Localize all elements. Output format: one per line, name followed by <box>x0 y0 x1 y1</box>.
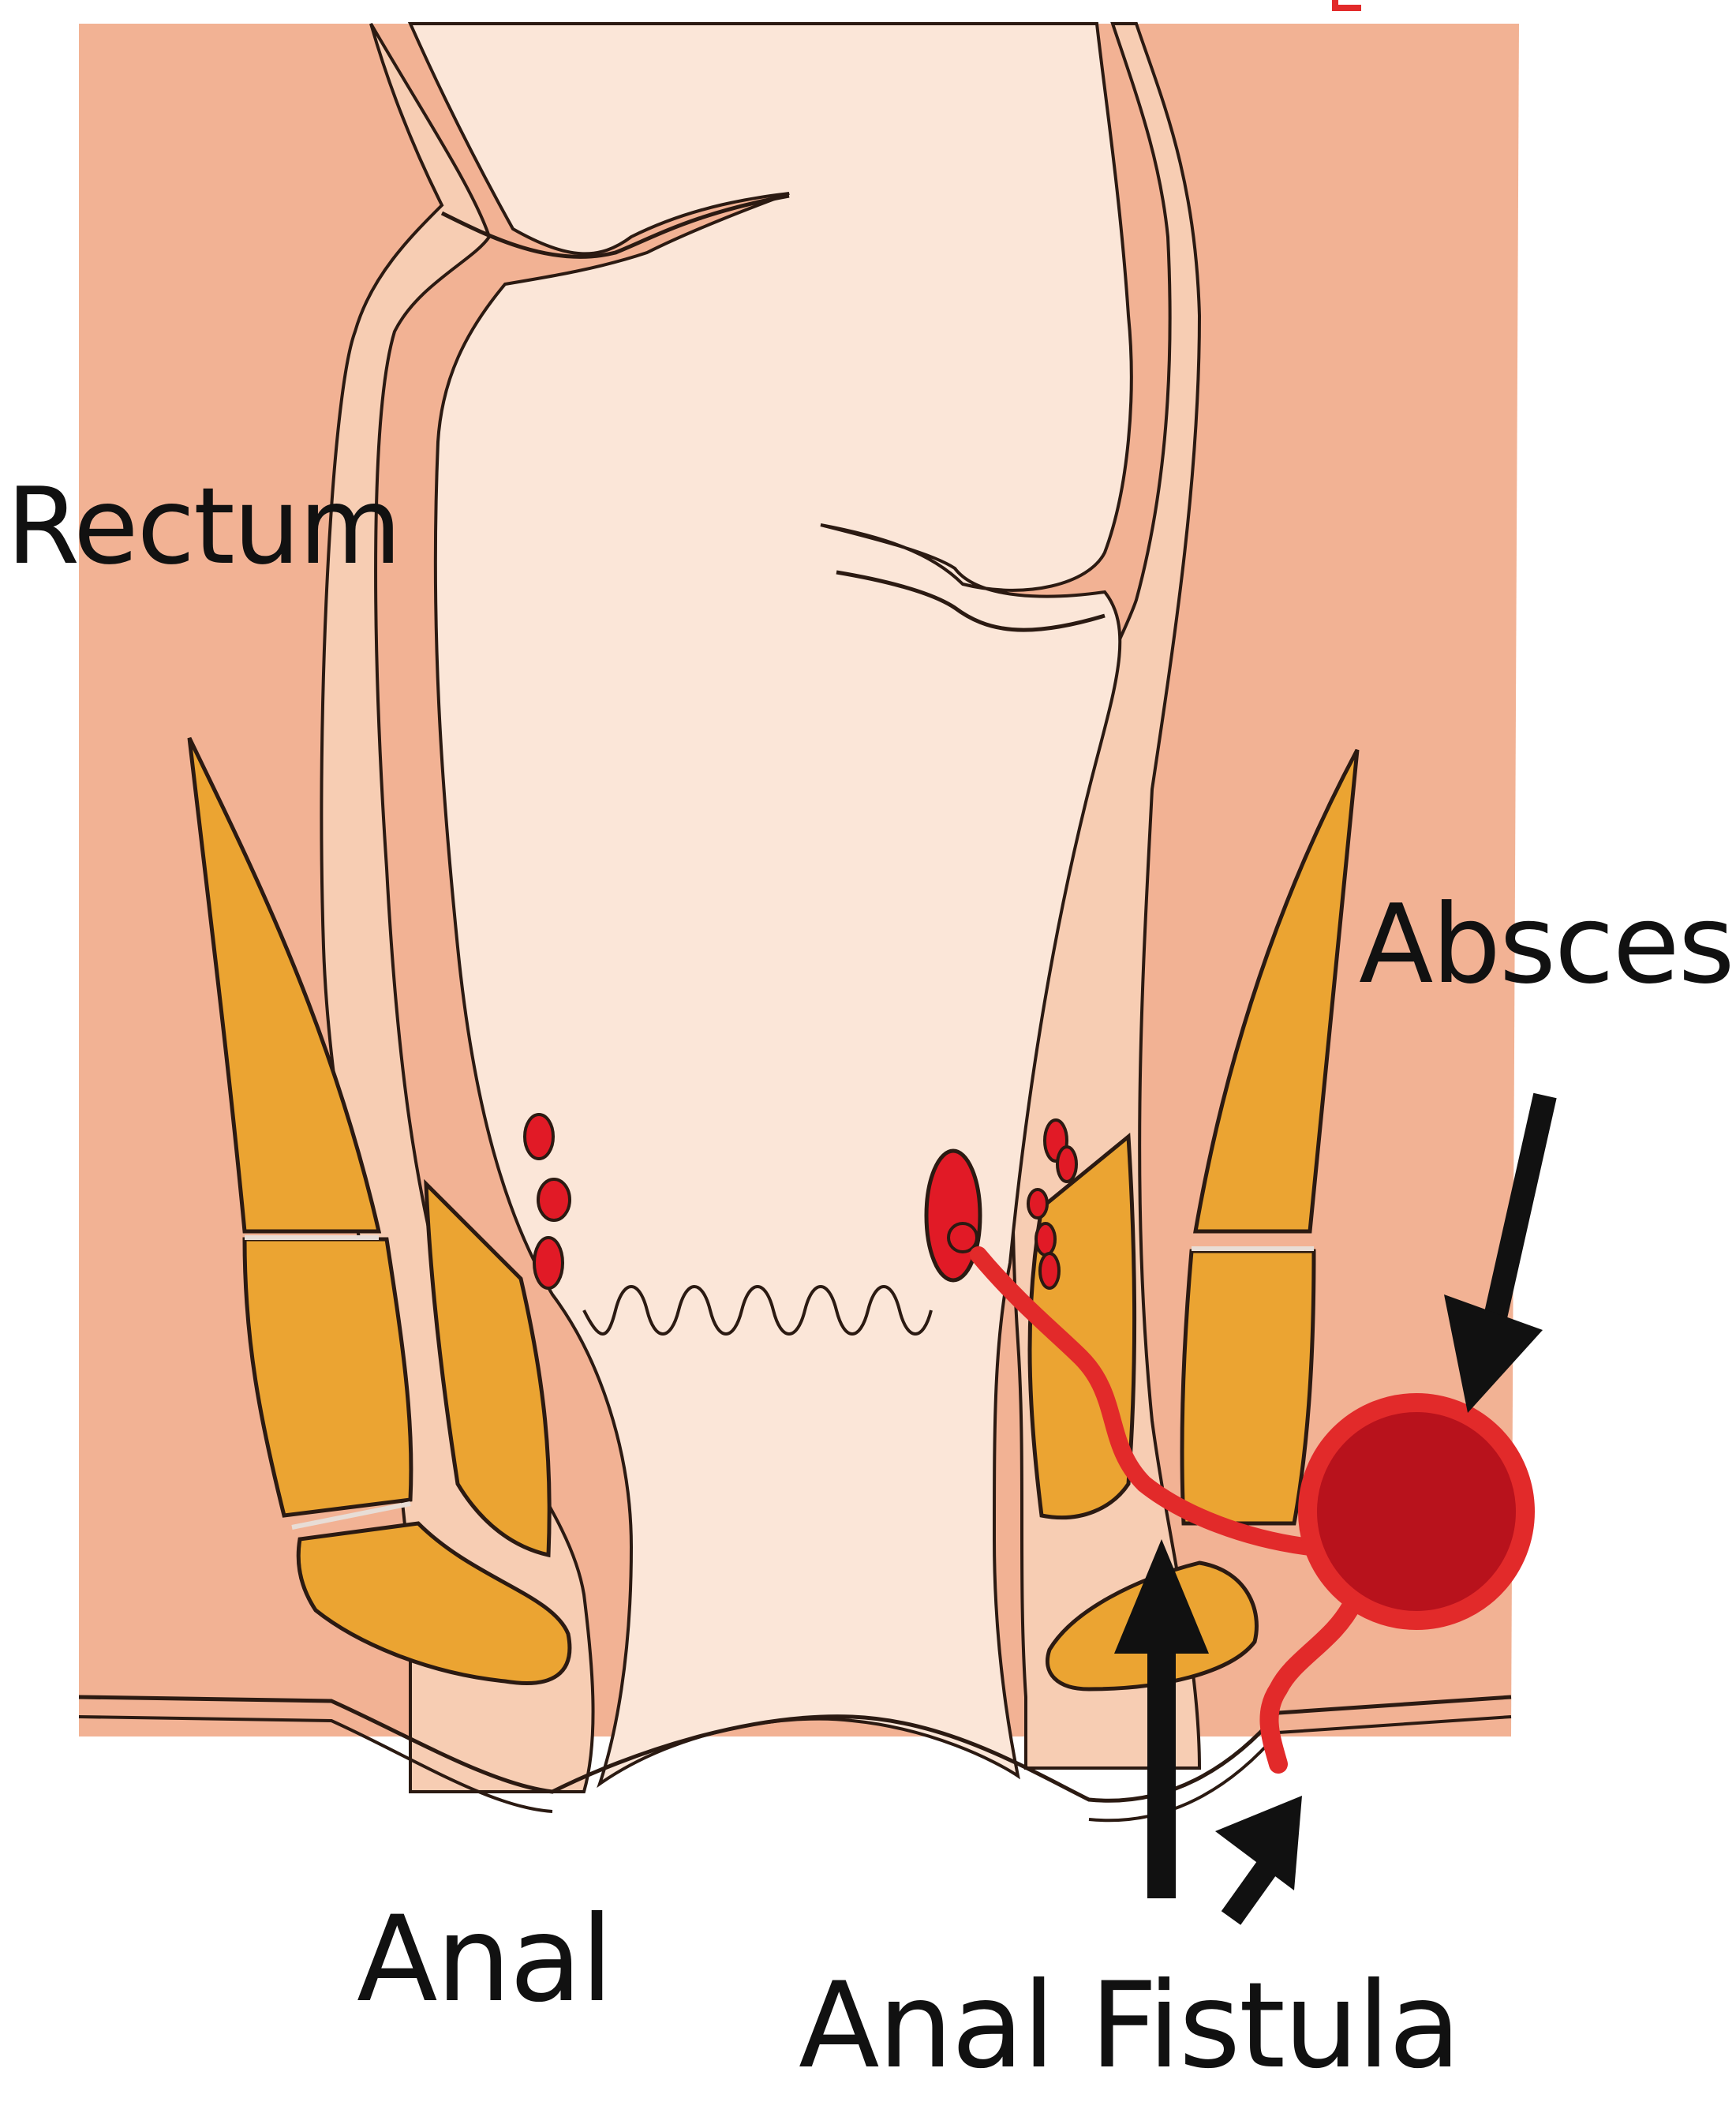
right-external-sphincter-upper <box>1180 1249 1316 1526</box>
left-external-sphincter-upper <box>242 1237 413 1518</box>
right-levator-muscle <box>1193 748 1360 1234</box>
fistula-external-tract <box>1259 1593 1363 1774</box>
corner-mark <box>1332 0 1361 11</box>
fistula-tract <box>970 1246 1319 1556</box>
rectal-lumen <box>407 22 1133 1789</box>
left-muscle-divider <box>245 1235 411 1530</box>
left-anal-gland <box>537 1178 571 1222</box>
middle-rectal-fold <box>836 570 1106 632</box>
anal-fistula-label: Anal Fistula <box>799 1958 1461 2095</box>
rectum-label: Rectum <box>6 465 402 588</box>
left-levator-muscle <box>187 736 382 1234</box>
abscess-arrow-head <box>1444 1294 1543 1413</box>
infected-anal-gland <box>924 1148 982 1283</box>
right-anal-gland <box>1056 1145 1078 1183</box>
gland-opening <box>947 1222 978 1253</box>
left-external-sphincter-lower <box>296 1521 572 1685</box>
right-anal-gland <box>1034 1222 1057 1257</box>
left-anal-gland <box>523 1113 555 1160</box>
abscess-arrow-icon <box>1481 1092 1557 1331</box>
upper-rectal-fold <box>440 193 790 259</box>
abscess <box>1298 1393 1535 1630</box>
external-opening-arrow-icon <box>1221 1856 1281 1925</box>
right-anal-gland <box>1038 1252 1061 1290</box>
anal-label: Anal <box>357 1891 613 2029</box>
anal-canal-line <box>582 1285 933 1336</box>
left-internal-sphincter <box>424 1178 552 1558</box>
external-opening-arrow-head <box>1215 1796 1302 1890</box>
left-anal-gland <box>533 1236 564 1290</box>
abscess-label: Absces <box>1359 881 1735 1008</box>
right-anal-gland <box>1027 1188 1049 1219</box>
fistula-arrow-head <box>1114 1539 1209 1654</box>
